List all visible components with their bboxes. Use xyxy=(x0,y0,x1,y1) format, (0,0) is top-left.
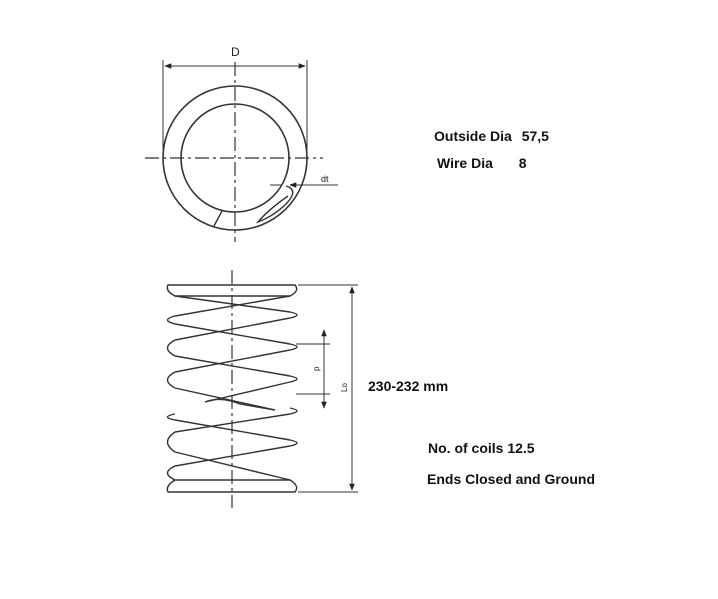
outside-dia-value: 57,5 xyxy=(521,128,549,144)
free-length-spec: 230-232 mm xyxy=(368,378,449,394)
outer-coil-ring xyxy=(162,85,308,231)
coil-right-bends xyxy=(289,311,298,447)
coils-spec: No. of coils 12.5 xyxy=(428,440,535,456)
spring-top-view xyxy=(145,60,338,242)
ends-spec: Ends Closed and Ground xyxy=(427,471,596,487)
wire-dimension-label: dt xyxy=(321,174,329,184)
outside-dia-label: Outside Dia xyxy=(434,128,512,144)
wire-dia-spec: Wire Dia 8 xyxy=(437,155,527,171)
pitch-label: p xyxy=(312,366,321,371)
spring-side-view xyxy=(166,270,358,508)
coil-detail-ring xyxy=(204,398,276,411)
free-length-label: Lo xyxy=(340,383,349,392)
wire-dia-label: Wire Dia xyxy=(437,155,493,171)
diameter-label: D xyxy=(231,45,240,59)
coil-left-bends xyxy=(166,315,176,481)
ground-end-mark xyxy=(213,210,223,227)
inner-coil-ring xyxy=(180,103,290,213)
wire-dia-value: 8 xyxy=(518,155,527,171)
outside-dia-spec: Outside Dia 57,5 xyxy=(434,128,549,144)
coil-end-hook xyxy=(255,185,294,224)
